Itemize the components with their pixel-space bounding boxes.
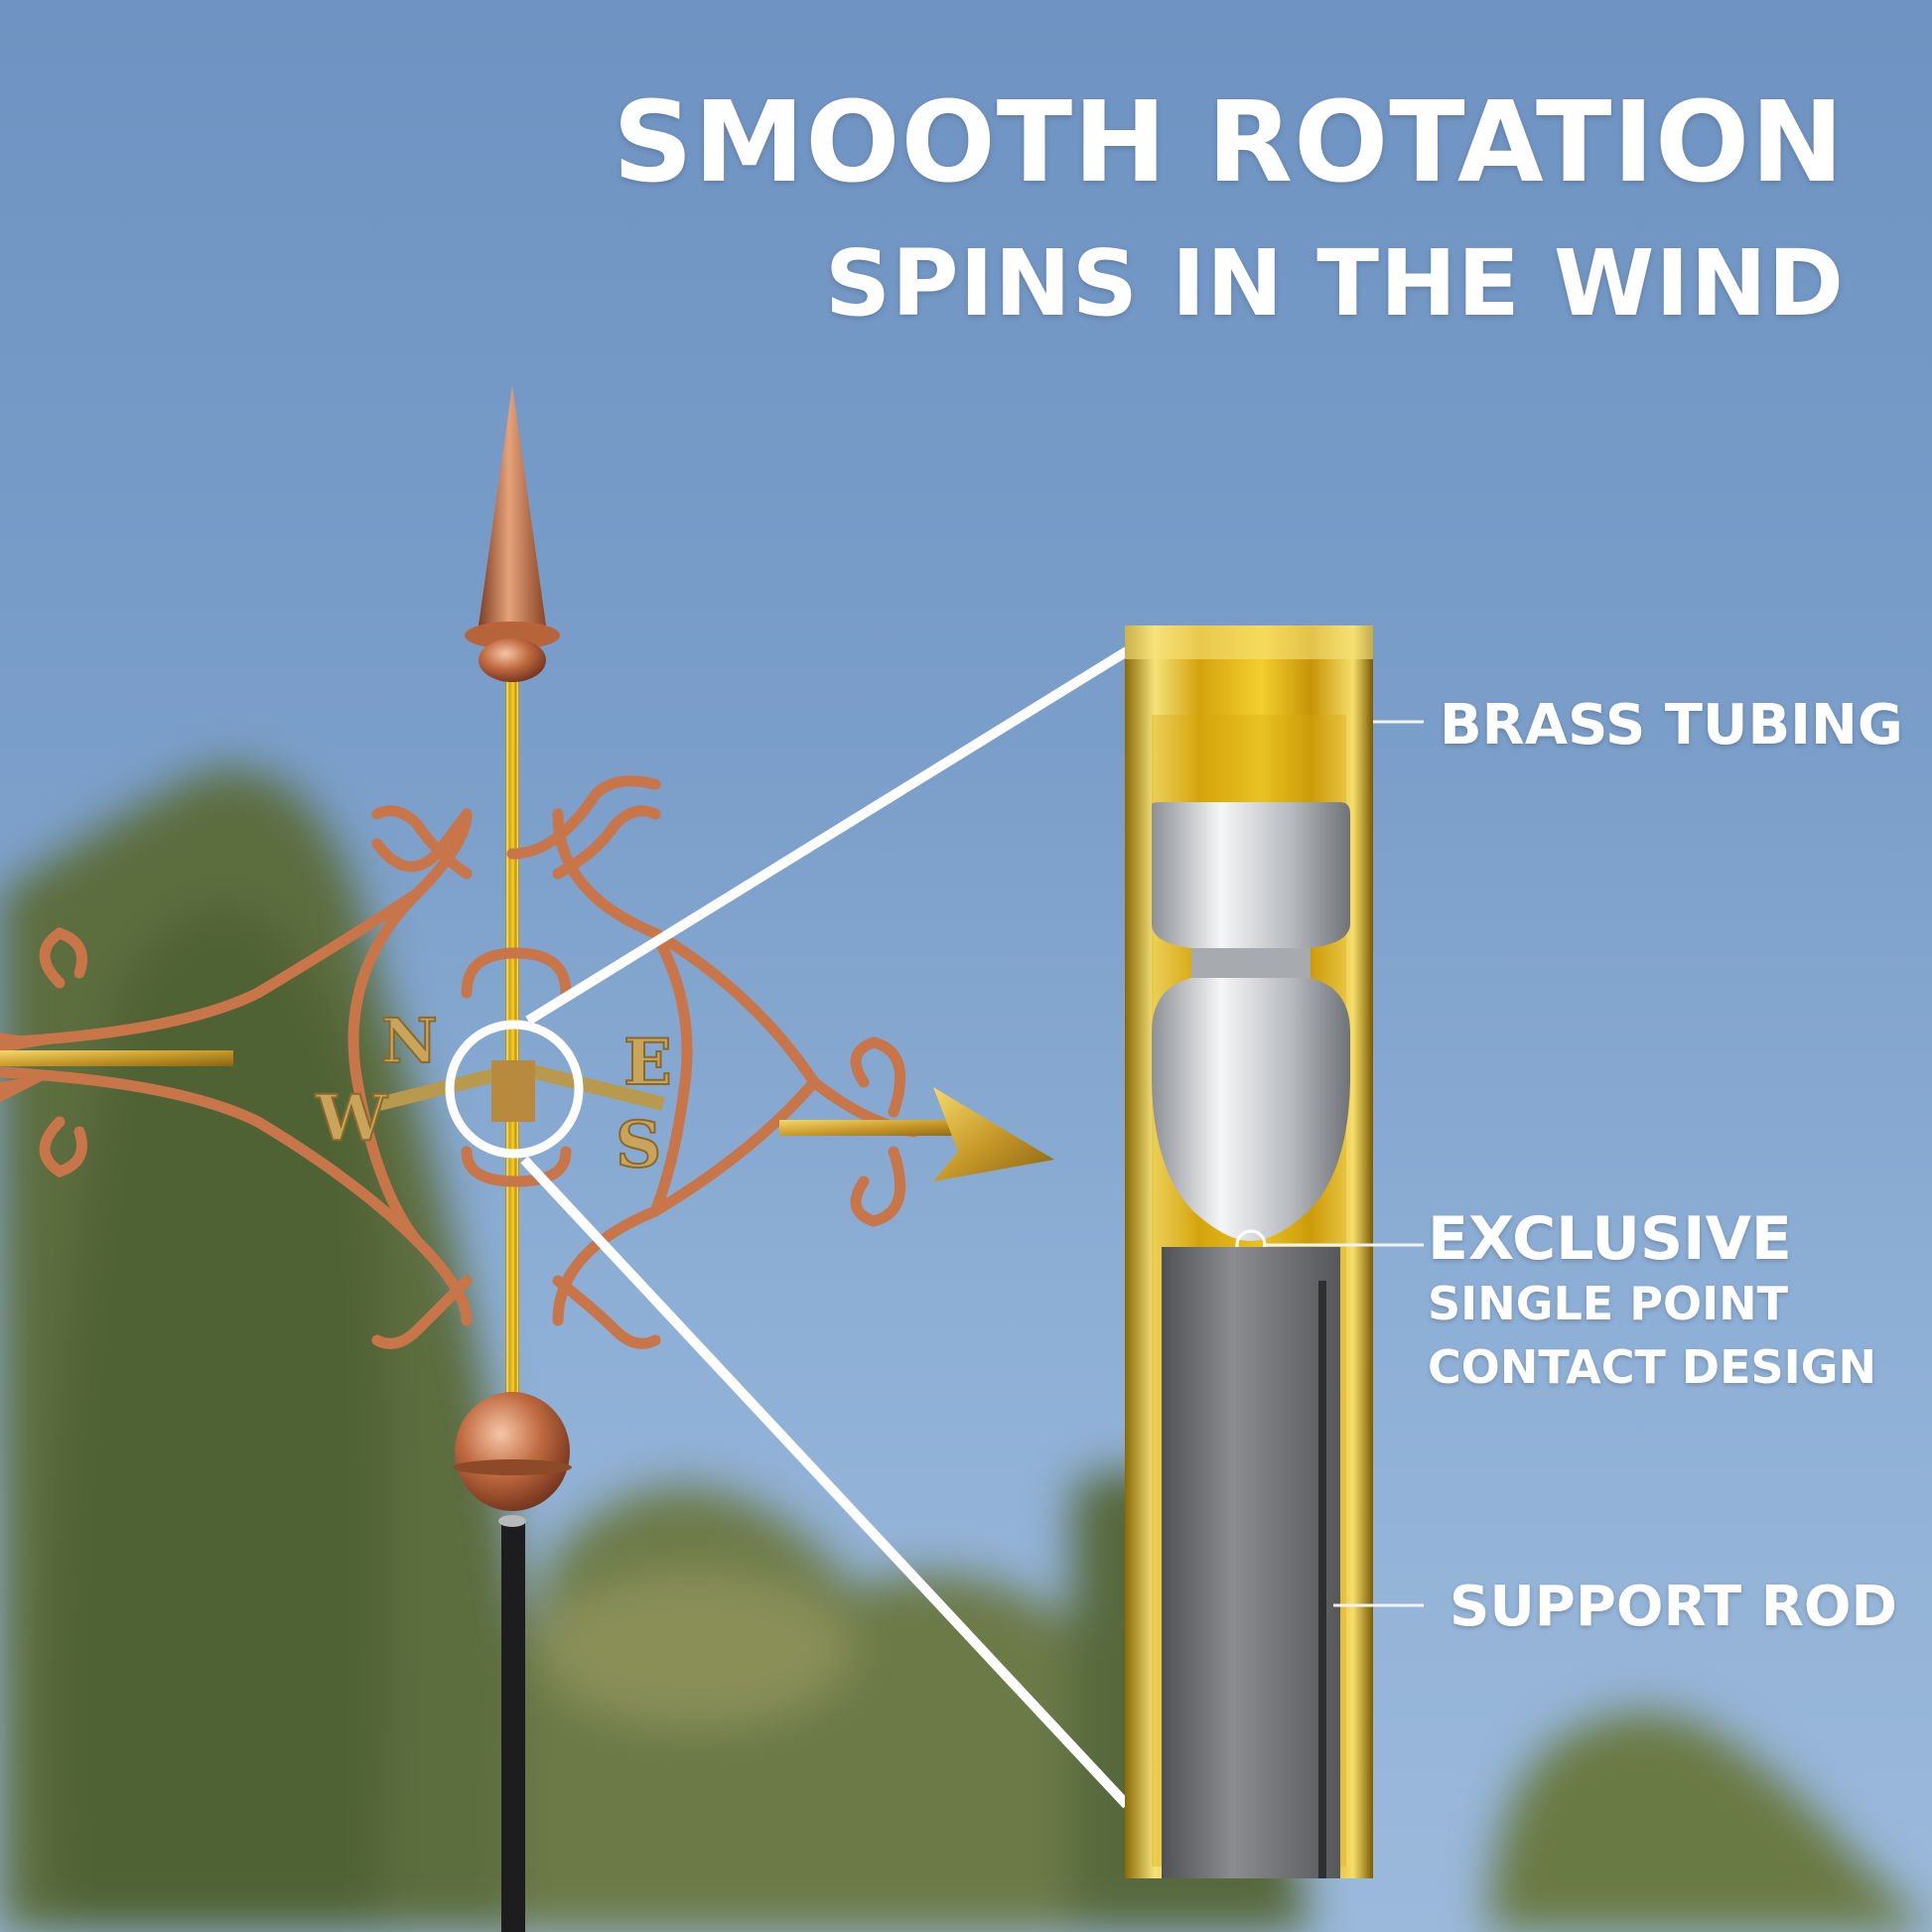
headline: SMOOTH ROTATION SPINS IN THE WIND xyxy=(613,87,1845,330)
arrow xyxy=(0,1033,1054,1181)
headline-title: SMOOTH ROTATION xyxy=(613,78,1845,207)
compass-west: W xyxy=(315,1081,388,1156)
brass-shaft xyxy=(505,675,519,1410)
copper-ball xyxy=(455,1392,570,1511)
spire-finial xyxy=(479,385,546,635)
callout-exclusive: EXCLUSIVE xyxy=(1428,1204,1792,1274)
arrow-head xyxy=(933,1087,1054,1181)
support-rod xyxy=(1162,1247,1340,1878)
scroll-frame xyxy=(0,775,919,1349)
callout-single-point: SINGLE POINT xyxy=(1428,1277,1789,1330)
zoom-line-bottom xyxy=(520,1156,1131,1809)
mast-pole xyxy=(501,1519,525,1932)
callout-support-rod: SUPPORT ROD xyxy=(1449,1575,1898,1639)
callout-contact-design: CONTACT DESIGN xyxy=(1428,1340,1877,1394)
cutaway-tube xyxy=(1125,625,1373,1878)
bearing xyxy=(1152,802,1350,1241)
compass-south: S xyxy=(616,1108,661,1182)
detail-highlight-circle xyxy=(445,1020,584,1159)
headline-subtitle: SPINS IN THE WIND xyxy=(824,230,1845,337)
zoom-line-top xyxy=(525,646,1130,1026)
compass-north: N xyxy=(381,1005,438,1077)
compass-east: E xyxy=(623,1026,672,1100)
callout-brass-tubing: BRASS TUBING xyxy=(1440,693,1903,758)
